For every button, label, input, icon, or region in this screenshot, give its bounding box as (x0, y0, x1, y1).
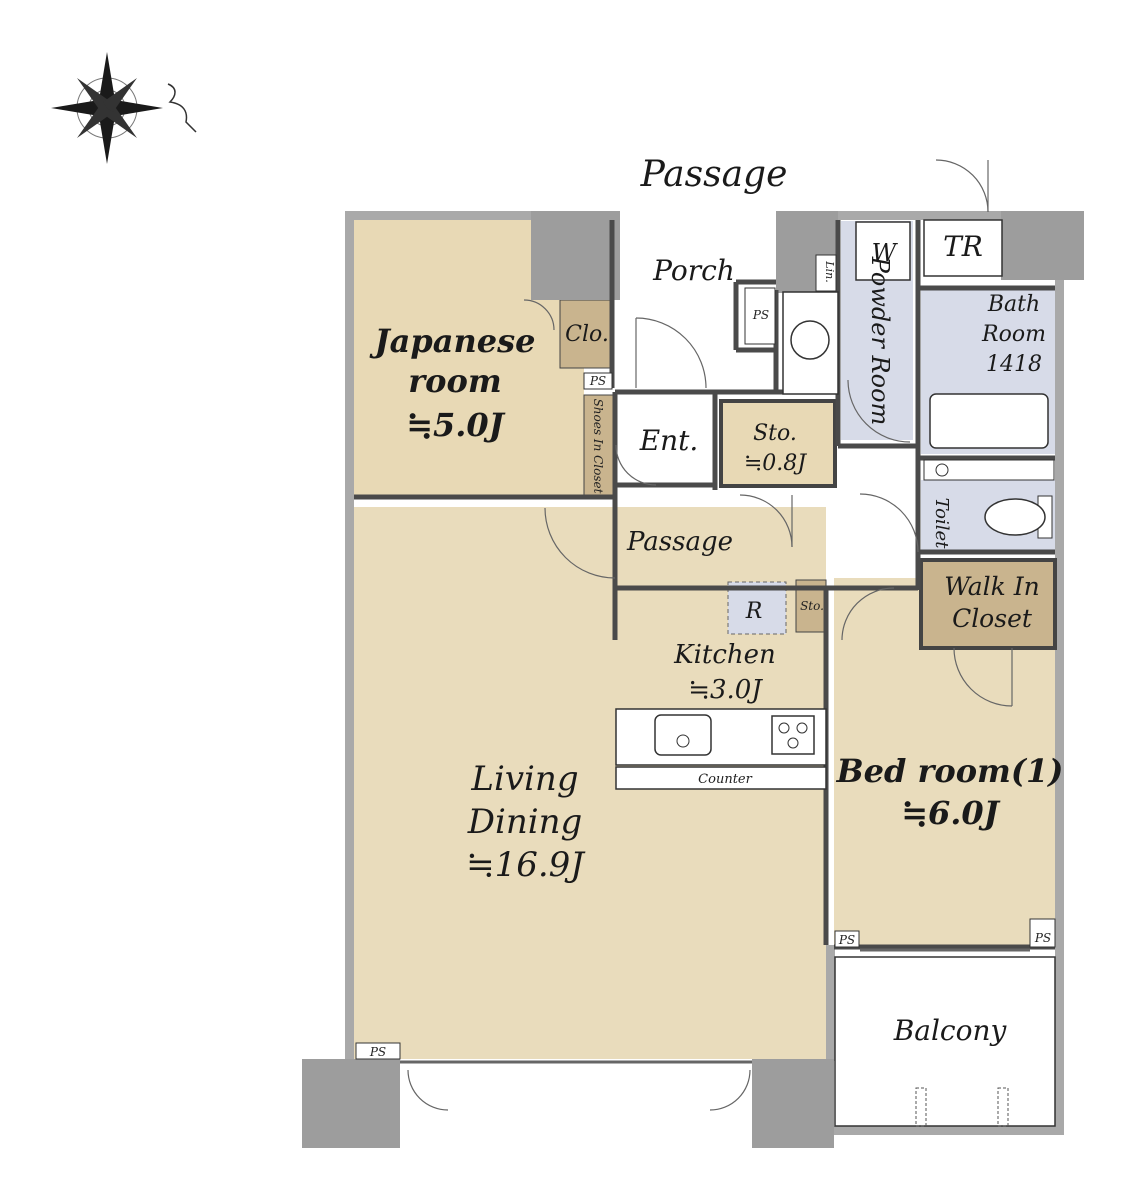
linen-label: Lin. (823, 260, 836, 282)
storage-size: ≒0.8J (744, 451, 807, 476)
japanese-room-size: ≒5.0J (406, 406, 505, 444)
toilet-sink-icon (935, 463, 949, 477)
kitchen-size: ≒3.0J (688, 675, 763, 705)
storage-floor (719, 399, 837, 488)
ps-box-bed-left (834, 930, 860, 948)
linen-shelf (815, 254, 837, 292)
trunk-room-box (923, 219, 1003, 277)
counter-label: Counter (698, 772, 752, 787)
living-dining-label: Living (470, 759, 578, 799)
burner-icon (787, 737, 799, 749)
bath-label-2: Room (981, 322, 1046, 347)
bath-label: Bath (987, 292, 1040, 317)
bedroom-label: Bed room(1) (836, 752, 1064, 790)
ps-box-porch (744, 287, 776, 345)
entrance-label: Ent. (639, 424, 699, 457)
compass-rose-icon (51, 52, 163, 164)
powder-room-label: Powder Room (866, 256, 894, 426)
kitchen-label: Kitchen (673, 640, 776, 670)
walk-in-closet-label: Walk In (944, 572, 1040, 601)
bathtub-icon (929, 393, 1049, 449)
toilet-label: Toilet (931, 498, 952, 550)
balcony-area (834, 956, 1056, 1127)
ac-unit (915, 1087, 927, 1127)
balcony-label: Balcony (893, 1014, 1008, 1047)
bath-size: 1418 (986, 352, 1042, 377)
ac-unit (997, 1087, 1009, 1127)
door-swings (407, 159, 1013, 1111)
toilet-sink-shelf (923, 459, 1055, 481)
toilet-bowl-icon (984, 498, 1046, 536)
porch-label: Porch (652, 254, 735, 287)
north-arrow-icon (167, 83, 197, 133)
ps-box-japanese (583, 372, 613, 390)
outside-passage-label: Passage (640, 154, 788, 195)
burner-icon (778, 722, 790, 734)
ps-label: PS (369, 1045, 386, 1059)
stove-icon (771, 715, 815, 755)
washer-label: W (872, 239, 899, 267)
inner-passage-label: Passage (626, 527, 733, 557)
kitchen-counter (615, 708, 827, 766)
walk-in-closet-label-2: Closet (952, 604, 1033, 633)
ps-label: PS (1034, 931, 1051, 945)
ps-box-living (355, 1042, 401, 1060)
outer-walls (345, 211, 1084, 1135)
basin-bowl-icon (790, 320, 830, 360)
fridge-label: R (745, 599, 763, 624)
walk-in-closet-floor (919, 558, 1057, 650)
bedroom-size: ≒6.0J (901, 794, 1000, 832)
ps-label: PS (838, 933, 855, 947)
shoes-closet-floor (583, 394, 616, 500)
counter-bar (615, 766, 827, 790)
sink-drain-icon (676, 734, 690, 748)
ps-label: PS (589, 374, 606, 388)
japanese-room-label: Japanese (369, 322, 536, 360)
storage-label: Sto. (753, 421, 797, 446)
living-dining-label-2: Dining (467, 802, 583, 842)
shoes-closet-label: Shoes In Closet (591, 399, 605, 494)
kitchen-sink-icon (654, 714, 712, 756)
closet-label: Clo. (565, 322, 609, 347)
living-dining-size: ≒16.9J (466, 845, 586, 885)
japanese-room-label-2: room (408, 362, 501, 400)
ps-label: PS (752, 308, 769, 322)
small-storage-label: Sto. (800, 599, 824, 613)
ps-box-bed-right (1029, 918, 1056, 948)
washer-box (855, 221, 911, 281)
fridge-floor (727, 581, 787, 635)
trunk-room-label: TR (943, 230, 983, 263)
structural-columns (302, 211, 1084, 1148)
burner-icon (796, 722, 808, 734)
